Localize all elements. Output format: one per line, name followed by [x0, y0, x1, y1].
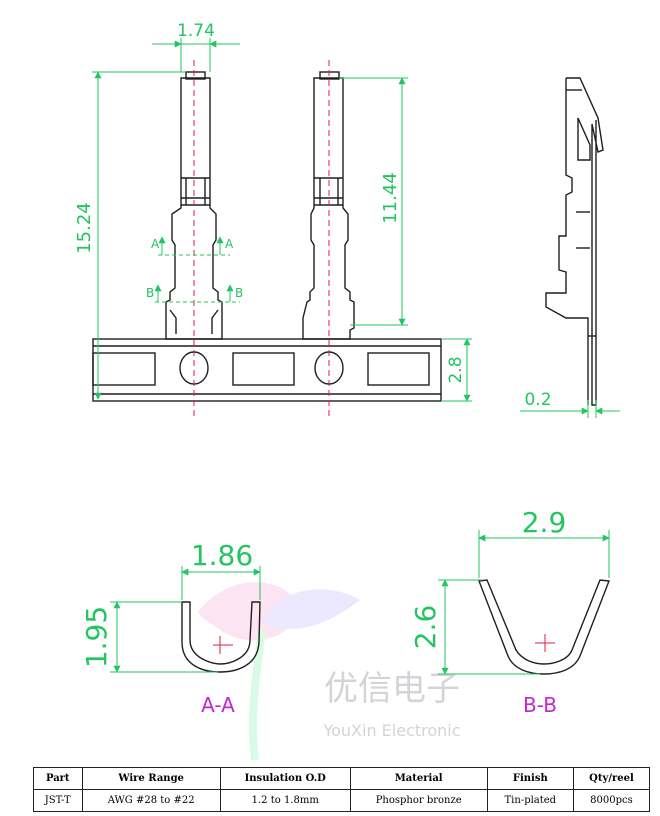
dim-line-thickness	[520, 400, 620, 418]
section-mark-a-left: A	[151, 237, 160, 251]
section-bb-title: B-B	[523, 693, 557, 717]
table-header-row: Part Wire Range Insulation O.D Material …	[33, 767, 651, 790]
col-header-part: Part	[33, 767, 83, 790]
col-header-finish: Finish	[486, 767, 574, 790]
dim-thickness: 0.2	[524, 390, 551, 410]
table-row: JST-T AWG #28 to #22 1.2 to 1.8mm Phosph…	[33, 789, 651, 812]
section-cut-bb	[154, 284, 240, 303]
technical-drawing: 优信电子 YouXin Electronic	[74, 21, 620, 760]
watermark-logo	[198, 582, 360, 760]
col-header-wire-range: Wire Range	[81, 767, 221, 790]
cell-material: Phosphor bronze	[349, 789, 488, 812]
cell-insulation: 1.2 to 1.8mm	[219, 789, 351, 812]
dim-aa-height: 1.95	[80, 606, 113, 668]
dim-carrier-height: 2.8	[446, 356, 466, 383]
dim-line-aa-width	[181, 566, 261, 600]
dim-line-contact-length	[339, 77, 408, 326]
dim-contact-length: 11.44	[380, 172, 401, 224]
dim-line-bb-height	[438, 579, 540, 675]
dim-overall-length: 15.24	[74, 202, 95, 254]
carrier-strip	[92, 338, 442, 402]
col-header-material: Material	[349, 767, 488, 790]
cell-part: JST-T	[33, 789, 83, 812]
section-mark-b-right: B	[235, 286, 243, 300]
cell-finish: Tin-plated	[486, 789, 574, 812]
watermark-en: YouXin Electronic	[322, 721, 460, 740]
dim-line-aa-height	[110, 601, 218, 673]
side-view-profile	[545, 77, 604, 406]
col-header-qty: Qty/reel	[572, 767, 651, 790]
cell-qty: 8000pcs	[572, 789, 651, 812]
section-cut-aa	[158, 236, 230, 256]
section-bb-profile	[478, 579, 610, 675]
section-aa-profile	[181, 601, 261, 673]
spec-table: Part Wire Range Insulation O.D Material …	[33, 767, 651, 812]
section-mark-a-right: A	[225, 237, 234, 251]
terminal-left	[165, 71, 223, 340]
dim-top-width: 1.74	[177, 21, 215, 41]
dim-bb-width: 2.9	[522, 506, 567, 539]
col-header-insulation: Insulation O.D	[219, 767, 351, 790]
watermark-cn: 优信电子	[324, 669, 460, 709]
dim-line-carrier-height	[441, 338, 472, 402]
dim-aa-width: 1.86	[191, 539, 253, 572]
dim-line-overall-length	[92, 71, 186, 400]
dim-bb-height: 2.6	[409, 605, 442, 650]
section-mark-b-left: B	[146, 286, 154, 300]
dim-line-bb-width	[478, 530, 610, 578]
cell-wire-range: AWG #28 to #22	[81, 789, 221, 812]
dim-line-top-width	[152, 38, 240, 72]
section-aa-title: A-A	[201, 693, 235, 717]
